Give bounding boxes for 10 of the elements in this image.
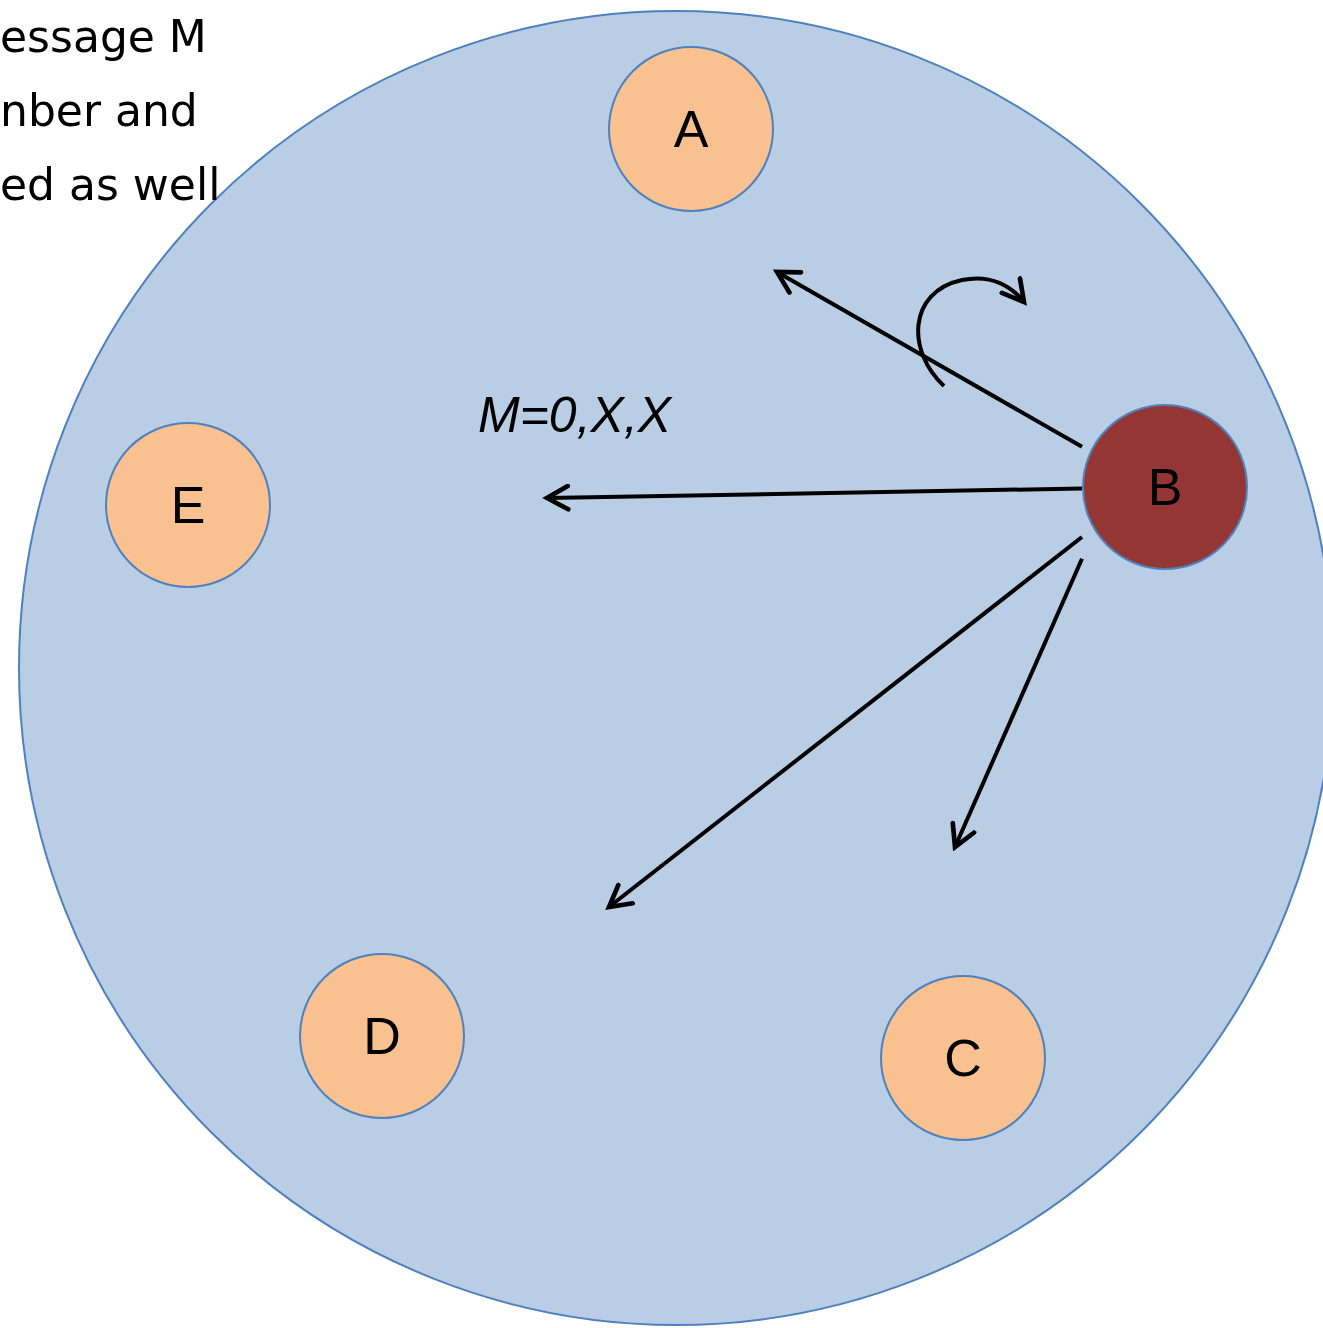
- arrow: [950, 557, 1084, 850]
- arrow: [544, 483, 1083, 512]
- arrow: [606, 535, 1084, 910]
- node-circle: C: [880, 975, 1046, 1141]
- node-circle: A: [608, 46, 774, 212]
- node-circle: D: [299, 953, 465, 1119]
- arrow: [774, 269, 1083, 449]
- note-text: essage M nber and ed as well: [0, 10, 222, 212]
- node-circle: B: [1082, 404, 1248, 570]
- node-circle: E: [105, 422, 271, 588]
